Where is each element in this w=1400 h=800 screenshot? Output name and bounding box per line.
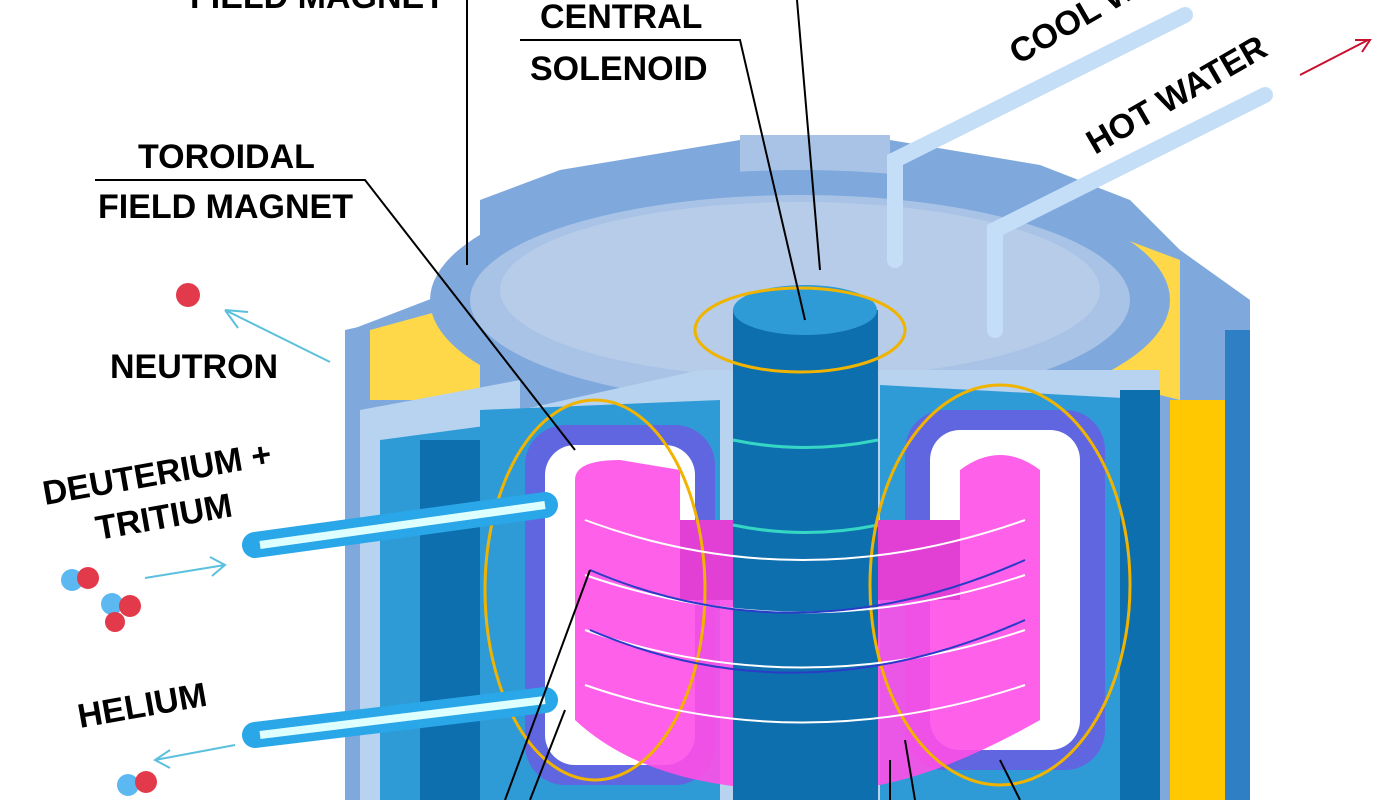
hot-water-arrow [1299, 39, 1369, 76]
label-toroidal-field-magnet: FIELD MAGNET [98, 188, 353, 226]
label-central: CENTRAL [540, 0, 702, 36]
label-neutron: NEUTRON [110, 348, 278, 386]
leader-lines [95, 0, 1021, 800]
magnetic-field-lines [483, 286, 1132, 787]
label-helium: HELIUM [75, 676, 210, 736]
label-toroidal: TOROIDAL [138, 138, 315, 176]
water-pipes [242, 7, 1372, 748]
magnet-coil-right [1170, 400, 1225, 800]
particles [61, 283, 331, 796]
neutron-particle [176, 283, 200, 307]
label-poloidal-field-magnet: FIELD MAGNET [190, 0, 445, 16]
central-solenoid [732, 285, 879, 800]
label-solenoid: SOLENOID [530, 50, 708, 88]
